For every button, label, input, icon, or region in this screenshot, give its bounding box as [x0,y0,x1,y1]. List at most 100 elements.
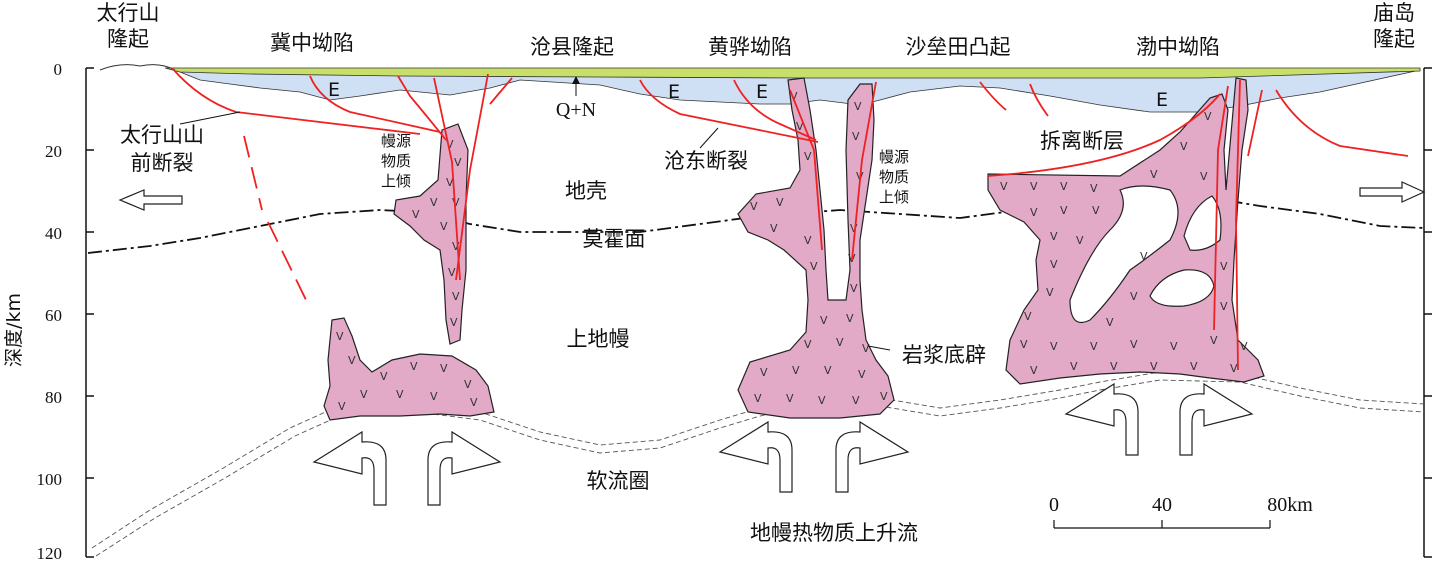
scale-bar: 0 40 80km [1049,494,1313,529]
svg-text:V: V [452,290,460,303]
upwelling-arrow-icon [1064,382,1139,456]
svg-text:V: V [1170,340,1178,353]
svg-text:V: V [448,266,456,279]
label-miaodao-line2: 隆起 [1373,27,1415,51]
svg-text:V: V [1060,180,1068,193]
svg-text:V: V [810,260,818,273]
svg-text:V: V [818,394,826,407]
right-axis [1423,67,1432,558]
svg-text:V: V [348,354,356,367]
qn-pointer [572,76,580,96]
svg-text:V: V [1130,290,1138,303]
upwelling-arrow-icon [835,420,910,493]
svg-text:V: V [1060,204,1068,217]
label-qn: Q+N [556,99,596,121]
label-miaodao-line1: 庙岛 [1373,1,1415,25]
label-taihang-fault-line1: 太行山山 [120,123,204,147]
label-mantle-tilt-east-1: 幔源 [879,148,909,166]
svg-text:V: V [1024,310,1032,323]
svg-text:V: V [454,156,462,169]
depth-tick: 100 [37,470,63,489]
upwelling-arrow-icon [312,430,387,506]
label-mantle-tilt-west-1: 幔源 [381,132,411,150]
label-mantle-tilt-west-2: 物质 [381,152,411,170]
svg-text:V: V [360,388,368,401]
depth-axis: 0 20 40 60 80 100 120 深度/km [3,60,94,562]
svg-text:V: V [1076,234,1084,247]
taihang-surface [99,64,176,71]
svg-text:V: V [440,220,448,233]
label-taihang-line1: 太行山 [97,1,160,25]
svg-text:V: V [858,368,866,381]
depth-axis-label: 深度/km [3,293,25,367]
svg-text:V: V [1070,360,1078,373]
svg-text:V: V [1220,260,1228,273]
magma-hole-3 [1183,195,1222,251]
label-shaleitian: 沙垒田凸起 [906,35,1011,59]
upwelling-arrow-icon [427,430,502,506]
svg-text:V: V [786,392,794,405]
svg-text:V: V [1150,360,1158,373]
svg-text:V: V [1110,360,1118,373]
svg-text:V: V [1240,340,1248,353]
svg-text:V: V [1204,110,1212,123]
upwelling-arrow-icon [1179,382,1254,456]
faults [171,67,1409,371]
label-detachment-fault: 拆离断层 [1040,129,1124,153]
label-e-bozhong: E [1156,89,1168,111]
svg-text:V: V [846,312,854,325]
svg-text:V: V [452,240,460,253]
label-upper-mantle: 上地幔 [567,327,630,351]
svg-text:V: V [446,138,454,151]
svg-text:V: V [1230,362,1238,375]
svg-text:V: V [776,196,784,209]
svg-text:V: V [1210,334,1218,347]
magma-body-cangxian [737,77,895,419]
svg-text:V: V [430,390,438,403]
svg-text:V: V [380,370,388,383]
label-e-jizhong: E [328,79,340,101]
label-crust: 地壳 [565,179,607,203]
svg-text:V: V [820,314,828,327]
label-e-huanghua-2: E [756,81,768,103]
label-moho: 莫霍面 [583,227,646,251]
depth-tick: 0 [54,60,63,79]
svg-text:V: V [1030,180,1038,193]
svg-text:V: V [1092,204,1100,217]
svg-text:V: V [804,150,812,163]
lithosphere-base-2 [95,379,1425,557]
svg-text:V: V [750,200,758,213]
svg-text:V: V [804,338,812,351]
scale-tick: 40 [1152,494,1172,516]
label-cangxian: 沧县隆起 [530,35,614,59]
extension-arrow-left-icon [118,189,183,211]
svg-text:V: V [850,222,858,235]
upwelling-arrows [312,382,1254,506]
svg-text:V: V [852,394,860,407]
svg-text:V: V [1046,286,1054,299]
svg-text:V: V [1050,258,1058,271]
taihang-fault-leader [179,111,241,125]
svg-text:V: V [1200,170,1208,183]
magma-hole-2 [1149,269,1215,307]
extension-arrow-right-icon [1359,181,1426,203]
depth-tick: 80 [45,388,62,407]
magma-body-jizhong-upper [393,123,469,345]
label-taihang-line2: 隆起 [107,27,149,51]
scale-tick: 0 [1049,494,1059,516]
svg-text:V: V [1190,360,1198,373]
svg-text:V: V [880,390,888,403]
label-mantle-tilt-west-3: 上倾 [381,172,411,190]
svg-text:V: V [440,362,448,375]
svg-text:V: V [862,342,870,355]
label-taihang-fault-line2: 前断裂 [131,151,194,175]
scale-tick: 80km [1267,494,1313,516]
svg-text:V: V [1180,140,1188,153]
svg-text:V: V [412,208,420,221]
svg-text:V: V [450,316,458,329]
svg-text:V: V [790,90,798,103]
cangdong-fault-leader [699,127,719,149]
svg-text:V: V [1090,182,1098,195]
svg-text:V: V [824,364,832,377]
